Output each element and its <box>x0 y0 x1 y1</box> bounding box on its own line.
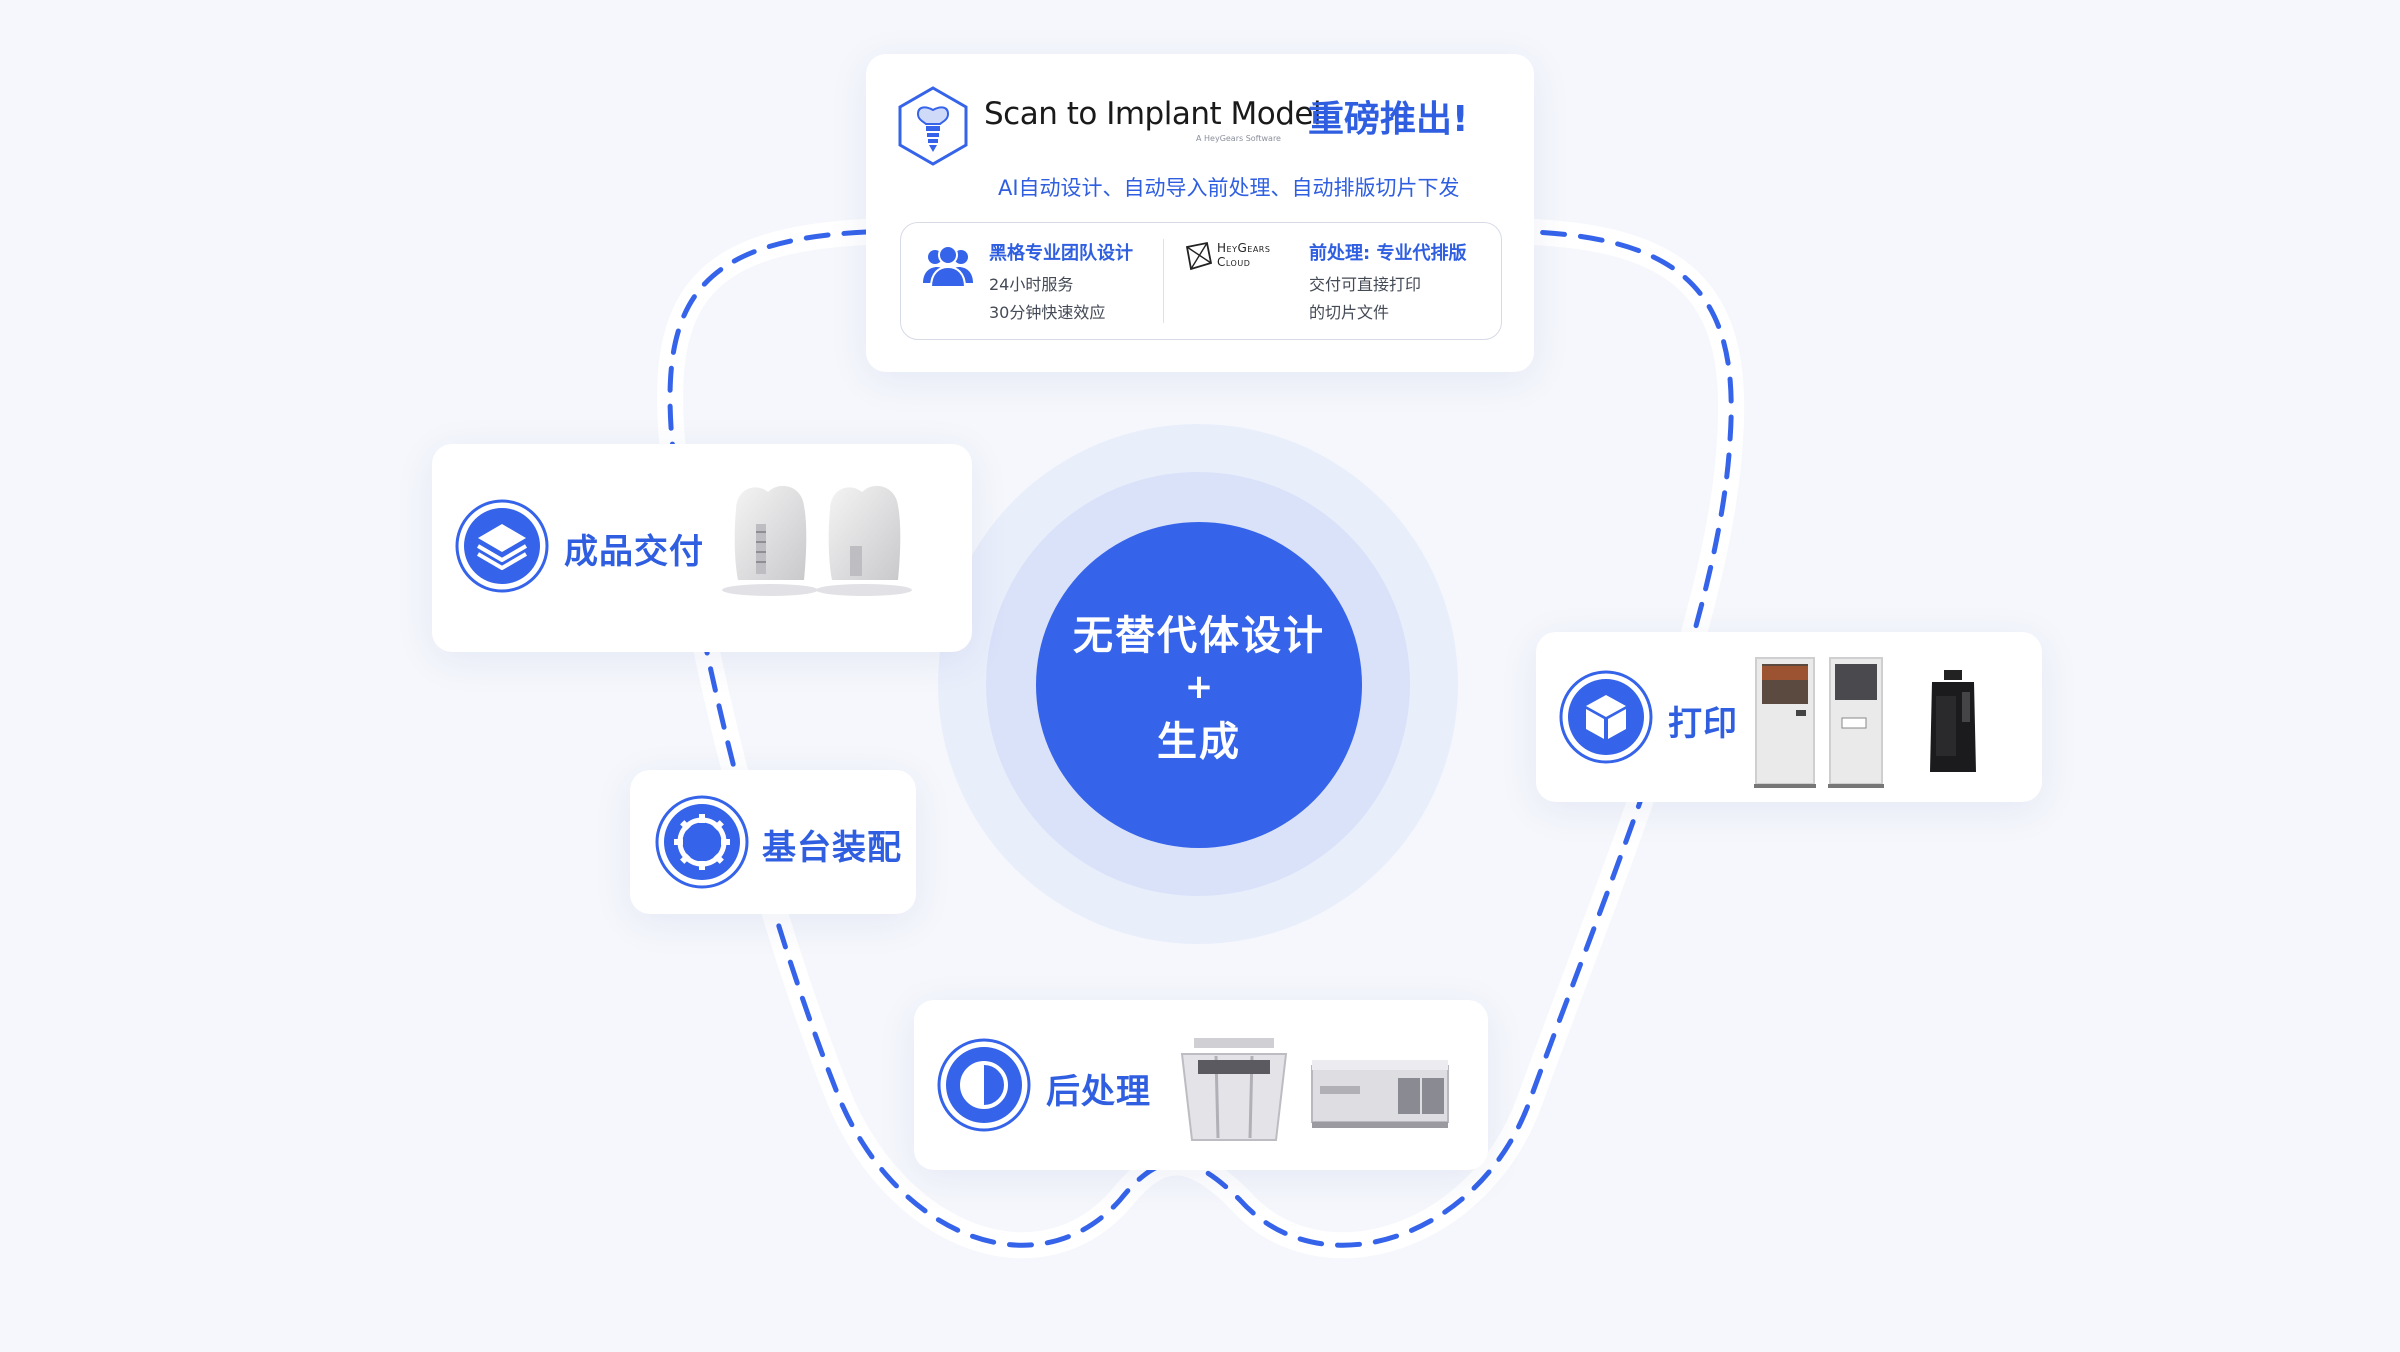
feature-team-title: 黑格专业团队设计 <box>989 243 1133 264</box>
feature-team-line: 24小时服务 <box>989 275 1074 294</box>
step-card-post-processing: 后处理 <box>914 1000 1488 1170</box>
step-label-print: 打印 <box>1668 704 1738 744</box>
center-text: 无替代体设计 + 生成 <box>1036 522 1362 848</box>
headline: 重磅推出! <box>1308 99 1469 140</box>
center-title: 无替代体设计 <box>1073 613 1325 659</box>
step-card-print: 打印 <box>1536 632 2042 802</box>
product-announcement-card: Scan to Implant Model A HeyGears Softwar… <box>866 54 1534 372</box>
feature-divider <box>1163 239 1164 323</box>
center-plus: + <box>1184 667 1214 707</box>
printer-image <box>1754 657 1884 788</box>
feature-cloud-line: 交付可直接打印 <box>1309 275 1422 294</box>
step-card-delivery: 成品交付 <box>432 444 972 652</box>
feature-cloud-title: 前处理: 专业代排版 <box>1309 243 1467 264</box>
curing-unit-image <box>1311 1060 1449 1128</box>
center-subtitle: 生成 <box>1157 719 1241 765</box>
cloud-logo-text: Cloud <box>1217 255 1251 269</box>
heygears-cloud-logo <box>1185 241 1213 271</box>
feature-team-line: 30分钟快速效应 <box>989 303 1106 322</box>
tagline: AI自动设计、自动导入前处理、自动排版切片下发 <box>998 176 1460 200</box>
features-box: 黑格专业团队设计 24小时服务 30分钟快速效应 HeyGears Cloud … <box>900 222 1502 340</box>
step-label-post: 后处理 <box>1046 1072 1151 1112</box>
gear-icon <box>655 795 749 889</box>
heygears-logo-text: HeyGears <box>1217 241 1271 255</box>
tooth-model-image <box>722 485 912 596</box>
layers-icon <box>455 499 549 593</box>
brand-title: Scan to Implant Model <box>984 96 1322 132</box>
feature-cloud-line: 的切片文件 <box>1309 303 1390 322</box>
step-label-assembly: 基台装配 <box>762 828 902 868</box>
brand-subtitle: A HeyGears Software <box>1196 134 1281 143</box>
wash-basket-image <box>1180 1038 1288 1141</box>
resin-bottle-image <box>1930 670 1976 772</box>
implant-logo-icon <box>898 86 968 166</box>
team-icon <box>923 245 973 288</box>
half-circle-icon <box>937 1038 1031 1132</box>
center-hub: 无替代体设计 + 生成 <box>1036 522 1362 848</box>
cube-icon <box>1559 670 1653 764</box>
step-card-assembly: 基台装配 <box>630 770 916 914</box>
step-label-delivery: 成品交付 <box>564 532 704 572</box>
